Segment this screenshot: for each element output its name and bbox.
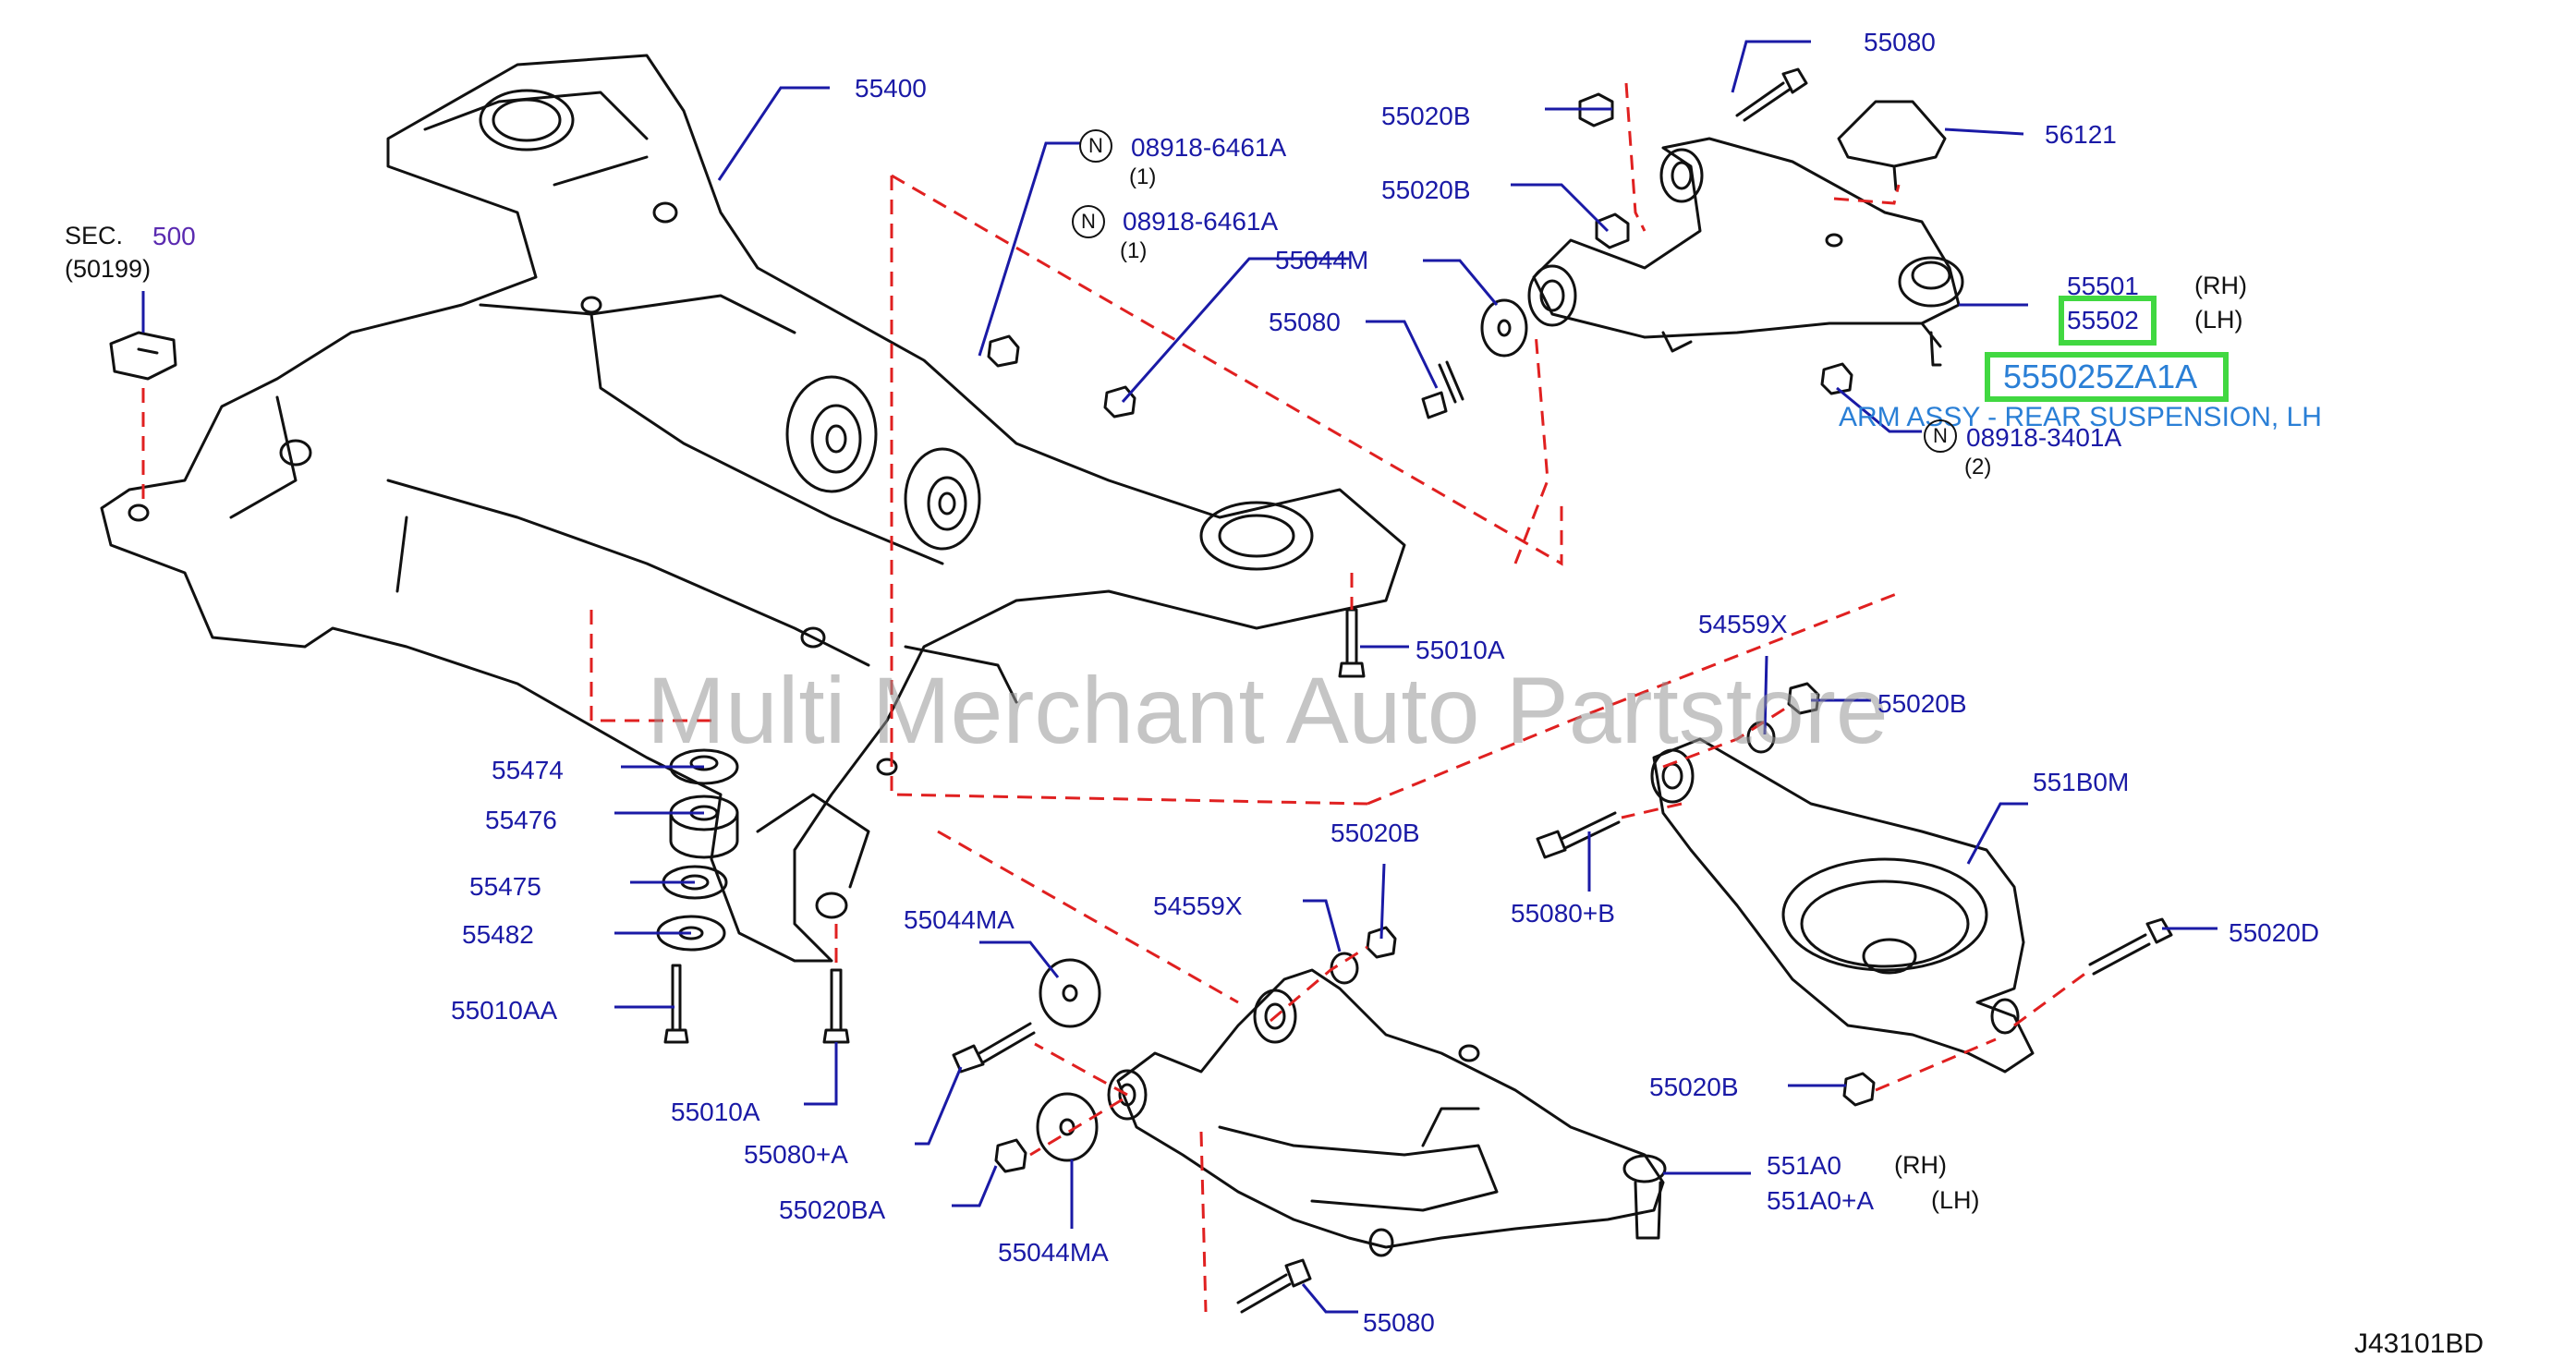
side-rh: (RH) (2194, 272, 2247, 299)
callout-55474[interactable]: 55474 (492, 756, 564, 784)
callout-55080-bottom[interactable]: 55080 (1363, 1308, 1435, 1337)
callout-08918-6461A-2[interactable]: 08918-6461A (1123, 207, 1279, 236)
upper-arm-drawing (1527, 137, 1964, 367)
callout-55020B-top[interactable]: 55020B (1381, 102, 1471, 130)
callout-08918-6461A-1[interactable]: 08918-6461A (1131, 133, 1287, 162)
callout-56121[interactable]: 56121 (2045, 120, 2117, 149)
sec-number-link[interactable]: 500 (152, 222, 196, 250)
bump-stopper-drawing (1837, 100, 1947, 191)
callout-55400[interactable]: 55400 (855, 74, 927, 103)
callout-55476[interactable]: 55476 (485, 806, 557, 834)
callout-55475[interactable]: 55475 (469, 872, 541, 901)
bushing-stack-drawing (656, 748, 739, 952)
assembly-lines (141, 82, 2091, 1313)
callout-55010A-left[interactable]: 55010A (671, 1098, 760, 1126)
callout-54559X-right[interactable]: 54559X (1698, 610, 1788, 638)
callout-551A0plusA[interactable]: 551A0+A (1767, 1186, 1874, 1215)
sec-sub: (50199) (65, 255, 152, 283)
lower-rear-arm-drawing (1650, 737, 2035, 1074)
callout-55044M[interactable]: 55044M (1275, 246, 1369, 274)
side-lh: (LH) (2194, 306, 2243, 334)
callout-55501[interactable]: 55501 (2067, 272, 2139, 300)
drawing-code: J43101BD (2354, 1329, 2485, 1359)
qty-label: (2) (1964, 455, 1992, 479)
callout-551A0[interactable]: 551A0 (1767, 1151, 1841, 1180)
qty-label: (1) (1120, 238, 1148, 263)
part-number-highlight-box (1985, 352, 2229, 402)
callout-08918-3401A[interactable]: 08918-3401A (1966, 423, 2122, 452)
watermark: Multi Merchant Auto Partstore (647, 658, 1889, 763)
callout-55020B-middle[interactable]: 55020B (1331, 819, 1420, 847)
crossmember-drawing (100, 54, 1406, 963)
mount-bracket-drawing (109, 331, 177, 381)
notice-n-icon: N (1079, 129, 1112, 163)
callout-55080-top[interactable]: 55080 (1864, 28, 1936, 56)
callout-55482[interactable]: 55482 (462, 920, 534, 949)
callout-55080plusB[interactable]: 55080+B (1511, 899, 1615, 928)
callout-55044MA-lower[interactable]: 55044MA (998, 1238, 1109, 1267)
part-description: ARM ASSY - REAR SUSPENSION, LH (1839, 402, 2322, 432)
notice-n-icon: N (1924, 419, 1957, 453)
callout-54559X-middle[interactable]: 54559X (1153, 892, 1243, 920)
callout-55502[interactable]: 55502 (2067, 306, 2139, 334)
fasteners-drawing (663, 67, 2173, 1314)
callout-55010AA[interactable]: 55010AA (451, 996, 558, 1025)
callout-55020BA[interactable]: 55020BA (779, 1195, 886, 1224)
side-lh: (LH) (1931, 1186, 1980, 1214)
callout-55044MA-upper[interactable]: 55044MA (904, 905, 1015, 934)
side-rh: (RH) (1894, 1151, 1947, 1179)
callout-55020D[interactable]: 55020D (2229, 918, 2320, 947)
qty-label: (1) (1129, 164, 1157, 189)
notice-n-icon: N (1072, 205, 1105, 238)
callout-55020B-lower[interactable]: 55020B (1649, 1073, 1739, 1101)
callout-55010A-center[interactable]: 55010A (1416, 636, 1505, 664)
sec-prefix: SEC. (65, 222, 124, 249)
callout-highlight-box (2059, 296, 2157, 346)
highlighted-part-number[interactable]: 555025ZA1A (2003, 358, 2198, 395)
callout-55080-mid[interactable]: 55080 (1269, 308, 1341, 336)
callout-55020B-right[interactable]: 55020B (1877, 689, 1967, 718)
callout-55080plusA[interactable]: 55080+A (744, 1140, 848, 1169)
lower-front-arm-drawing (1107, 968, 1667, 1257)
callout-551B0M[interactable]: 551B0M (2033, 768, 2130, 796)
callout-55020B-upper[interactable]: 55020B (1381, 176, 1471, 204)
leader-lines (141, 40, 2218, 1314)
